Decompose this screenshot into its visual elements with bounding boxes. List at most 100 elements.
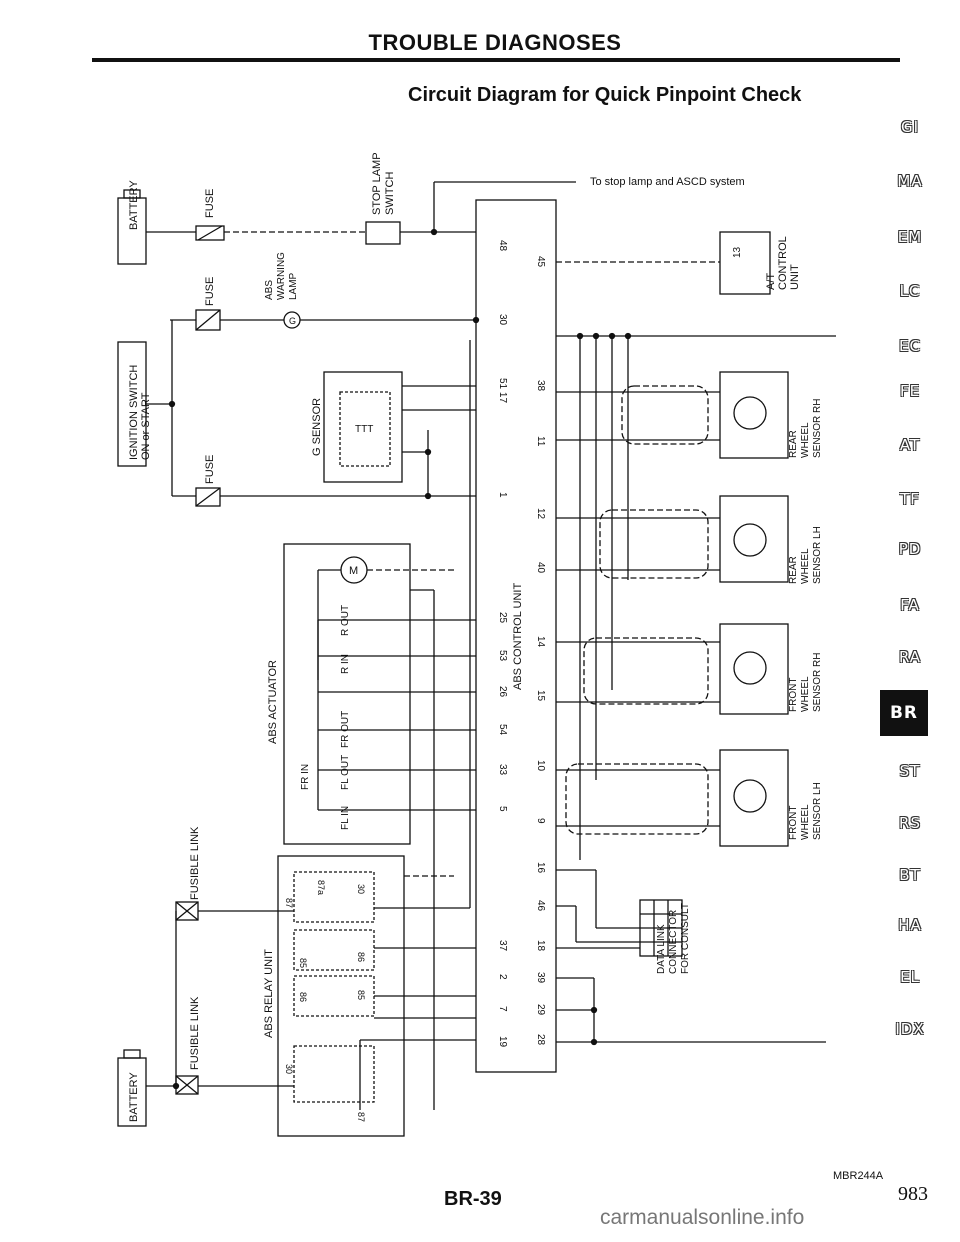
circuit-diagram: BATTERY FUSE STOP LAMP SWITCH To stop la… [117, 152, 836, 1137]
section-tab-em[interactable]: EM [897, 228, 923, 246]
pin-45: 45 [535, 256, 546, 268]
abs-relay-unit-label: ABS RELAY UNIT [263, 949, 275, 1038]
sensor-2-line-1: REAR [788, 556, 799, 584]
relay-pin-85-a: 85 [298, 958, 308, 968]
sensor-4-line-3: SENSOR LH [812, 782, 823, 840]
watermark: carmanualsonline.info [600, 1206, 805, 1229]
pin-11: 11 [535, 436, 546, 447]
section-tab-ma[interactable]: MA [897, 172, 923, 190]
fuse-3-symbol [195, 487, 221, 507]
at-pin-13: 13 [732, 246, 743, 258]
pin-33: 33 [497, 764, 508, 776]
pin-16: 16 [535, 862, 546, 874]
section-tab-bt[interactable]: BT [899, 866, 921, 884]
sensor-3-line-1: FRONT [788, 678, 799, 712]
stop-lamp-switch-label-1: STOP LAMP [371, 152, 383, 215]
relay-pin-87-a: 87 [284, 898, 294, 908]
pin-10: 10 [535, 760, 546, 772]
pin-51-17: 51 17 [497, 378, 508, 403]
relay-pin-30-b: 30 [284, 1064, 294, 1074]
rear-wheel-sensor-lh-box [719, 495, 789, 583]
section-tab-rs[interactable]: RS [899, 814, 921, 832]
pin-1: 1 [497, 492, 508, 498]
pin-14: 14 [535, 636, 546, 648]
page-number: BR-39 [444, 1188, 502, 1210]
section-tab-br[interactable]: BR [880, 690, 928, 736]
fusible-link-1-label: FUSIBLE LINK [189, 826, 201, 900]
solenoid-fr-in: FR IN [300, 764, 311, 790]
rear-wheel-sensor-rh-box [719, 371, 789, 459]
pin-48: 48 [497, 240, 508, 252]
data-link-label-1: DATA LINK [656, 924, 667, 974]
section-tab-fe[interactable]: FE [899, 382, 921, 400]
fusible-link-2-label: FUSIBLE LINK [189, 996, 201, 1070]
sensor-3-line-2: WHEEL [800, 676, 811, 712]
data-link-label-2: CONNECTOR [668, 910, 679, 974]
relay-pin-85-b: 85 [356, 990, 366, 1000]
battery-top-label: BATTERY [128, 180, 140, 230]
sensor-2-line-2: WHEEL [800, 548, 811, 584]
relay-pin-86-a: 86 [356, 952, 366, 962]
relay-pin-30-a: 30 [356, 884, 366, 894]
g-sensor-coil: TTT [355, 424, 373, 435]
section-tab-ra[interactable]: RA [898, 648, 922, 666]
sensor-1-line-3: SENSOR RH [812, 399, 823, 458]
sensor-4-line-1: FRONT [788, 806, 799, 840]
battery-terminal [123, 189, 141, 199]
pin-5: 5 [497, 806, 508, 812]
g-sensor-box [323, 371, 403, 483]
fuse-2-label: FUSE [204, 277, 216, 306]
sensor-1-line-1: REAR [788, 430, 799, 458]
at-control-unit-box [719, 231, 771, 295]
front-wheel-sensor-lh-box [719, 749, 789, 847]
pin-19: 19 [497, 1036, 508, 1048]
ignition-switch-label-2: ON or START [140, 392, 152, 460]
pin-37: 37 [497, 940, 508, 952]
section-tab-at[interactable]: AT [899, 436, 921, 454]
sensor-3-line-3: SENSOR RH [812, 653, 823, 712]
pin-18: 18 [535, 940, 546, 952]
section-tab-fa[interactable]: FA [900, 596, 920, 614]
solenoid-r-out: R OUT [340, 605, 351, 636]
section-tab-el[interactable]: EL [900, 968, 920, 986]
section-tab-lc[interactable]: LC [899, 282, 921, 300]
front-wheel-sensor-rh-box [719, 623, 789, 715]
at-control-unit-label-2: CONTROL [777, 236, 789, 290]
section-tab-ha[interactable]: HA [898, 916, 922, 934]
relay-pin-87-b: 87 [356, 1112, 366, 1122]
pin-25: 25 [497, 612, 508, 624]
relay-pin-86-b: 86 [298, 992, 308, 1002]
battery-bottom-label: BATTERY [128, 1072, 140, 1122]
data-link-label-3: FOR CONSULT [680, 903, 691, 974]
stop-lamp-switch-label-2: SWITCH [384, 172, 396, 215]
solenoid-r-in: R IN [340, 654, 351, 674]
pin-12: 12 [535, 508, 546, 520]
solenoid-fl-in: FL IN [340, 806, 351, 830]
pin-7: 7 [497, 1006, 508, 1012]
pin-15: 15 [535, 690, 546, 702]
pin-54: 54 [497, 724, 508, 736]
fuse-3-label: FUSE [204, 455, 216, 484]
abs-warning-lamp-label-2: WARNING [276, 252, 287, 300]
section-tab-pd[interactable]: PD [898, 540, 922, 558]
fuse-1-symbol [195, 225, 225, 241]
warning-lamp-pin: G [289, 316, 296, 326]
fuse-1-label: FUSE [204, 189, 216, 218]
abs-warning-lamp-label-1: ABS [264, 280, 275, 300]
pump-motor-label: M [349, 565, 358, 577]
pin-46: 46 [535, 900, 546, 912]
section-tab-ec[interactable]: EC [899, 337, 921, 355]
page-header-title: TROUBLE DIAGNOSES [368, 30, 622, 55]
section-tab-st[interactable]: ST [899, 762, 921, 780]
abs-warning-lamp-label-3: LAMP [288, 272, 299, 300]
to-stop-lamp-label: To stop lamp and ASCD system [590, 176, 745, 188]
pin-28: 28 [535, 1034, 546, 1046]
sensor-2-line-3: SENSOR LH [812, 526, 823, 584]
abs-control-unit-box [475, 199, 557, 1073]
pin-53: 53 [497, 650, 508, 662]
section-tab-gi[interactable]: GI [900, 118, 920, 136]
section-tab-tf[interactable]: TF [900, 490, 920, 508]
section-tab-idx[interactable]: IDX [895, 1020, 925, 1038]
pin-9: 9 [535, 818, 546, 824]
figure-code: MBR244A [833, 1170, 884, 1182]
